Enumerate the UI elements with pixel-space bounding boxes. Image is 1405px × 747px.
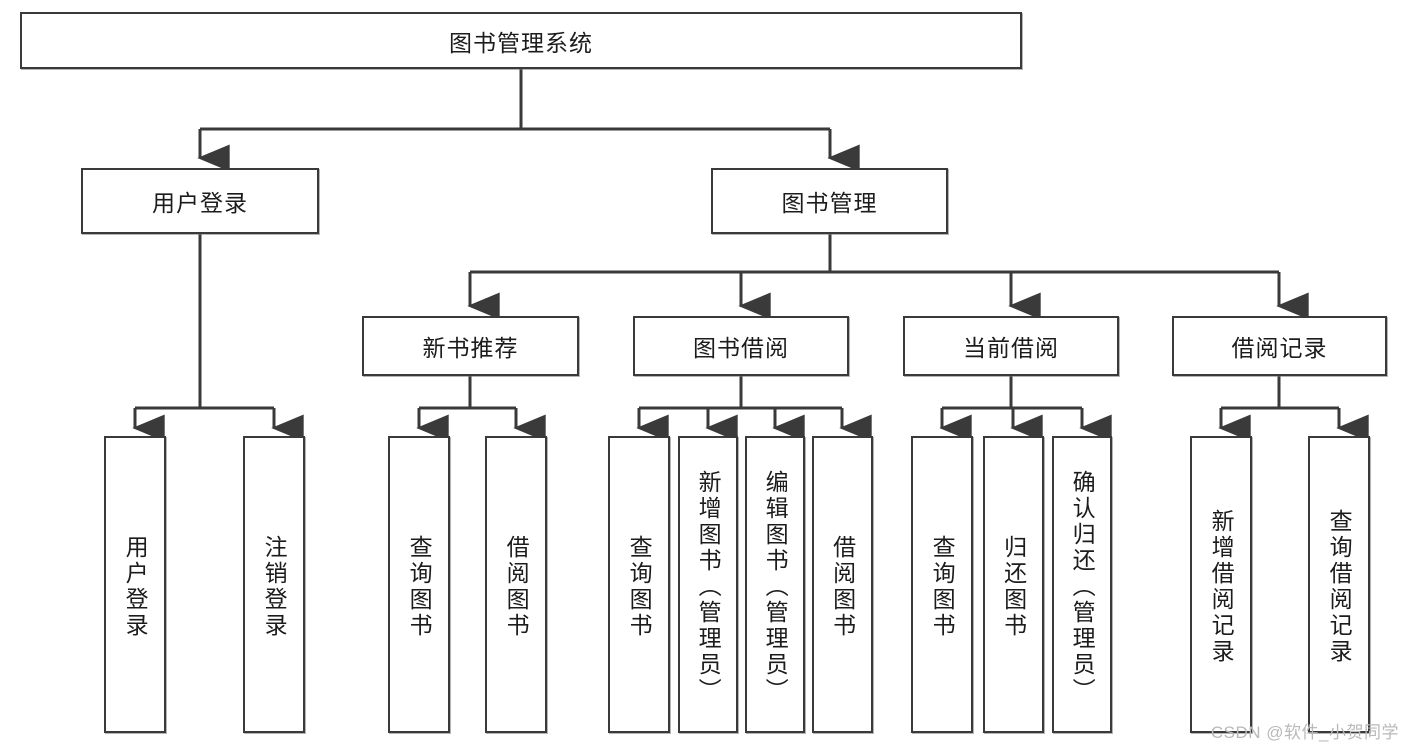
node-borrow-record[interactable]: 借阅记录 [1172, 316, 1387, 376]
leaf-borrow-book-recommend-label: 借阅图书 [503, 534, 530, 639]
leaf-add-borrow-record-label: 新增借阅记录 [1208, 508, 1235, 665]
leaf-return-book[interactable]: 归还图书 [983, 436, 1044, 733]
node-book-management[interactable]: 图书管理 [711, 168, 948, 234]
node-book-borrow-label: 图书借阅 [693, 335, 789, 361]
leaf-user-login-label: 用户登录 [122, 534, 149, 639]
leaf-query-book-current-label: 查询图书 [929, 534, 956, 639]
node-borrow-record-label: 借阅记录 [1231, 335, 1328, 361]
leaf-user-login[interactable]: 用户登录 [104, 436, 166, 733]
leaf-edit-book-admin[interactable]: 编辑图书（管理员） [745, 436, 805, 733]
node-book-management-label: 图书管理 [781, 190, 878, 216]
leaf-edit-book-admin-label: 编辑图书（管理员） [762, 469, 789, 704]
node-new-book-recommend-label: 新书推荐 [422, 335, 519, 361]
node-new-book-recommend[interactable]: 新书推荐 [362, 316, 579, 376]
node-user-login[interactable]: 用户登录 [81, 168, 319, 234]
leaf-borrow-book[interactable]: 借阅图书 [812, 436, 873, 733]
leaf-borrow-book-recommend[interactable]: 借阅图书 [485, 436, 547, 733]
leaf-borrow-book-label: 借阅图书 [829, 534, 856, 639]
leaf-query-book-current[interactable]: 查询图书 [911, 436, 973, 733]
leaf-query-book-recommend-label: 查询图书 [406, 534, 433, 639]
leaf-query-borrow-record-label: 查询借阅记录 [1326, 508, 1353, 665]
leaf-query-book-borrow-label: 查询图书 [626, 534, 653, 639]
leaf-add-book-admin[interactable]: 新增图书（管理员） [678, 436, 738, 733]
leaf-logout-label: 注销登录 [261, 534, 288, 639]
node-current-borrow[interactable]: 当前借阅 [903, 316, 1119, 376]
leaf-query-borrow-record[interactable]: 查询借阅记录 [1308, 436, 1370, 733]
leaf-logout[interactable]: 注销登录 [243, 436, 305, 733]
leaf-query-book-recommend[interactable]: 查询图书 [388, 436, 450, 733]
leaf-query-book-borrow[interactable]: 查询图书 [608, 436, 670, 733]
leaf-add-book-admin-label: 新增图书（管理员） [695, 469, 722, 704]
node-user-login-label: 用户登录 [152, 190, 248, 216]
leaf-return-book-label: 归还图书 [1000, 534, 1027, 639]
node-current-borrow-label: 当前借阅 [963, 335, 1059, 361]
csdn-watermark: CSDN @软件_小贺同学 [1210, 723, 1399, 742]
node-book-borrow[interactable]: 图书借阅 [633, 316, 849, 376]
node-root-label: 图书管理系统 [449, 29, 593, 56]
leaf-add-borrow-record[interactable]: 新增借阅记录 [1190, 436, 1252, 733]
leaf-confirm-return-admin[interactable]: 确认归还（管理员） [1052, 436, 1112, 733]
leaf-confirm-return-admin-label: 确认归还（管理员） [1069, 469, 1096, 704]
node-root[interactable]: 图书管理系统 [20, 12, 1022, 69]
